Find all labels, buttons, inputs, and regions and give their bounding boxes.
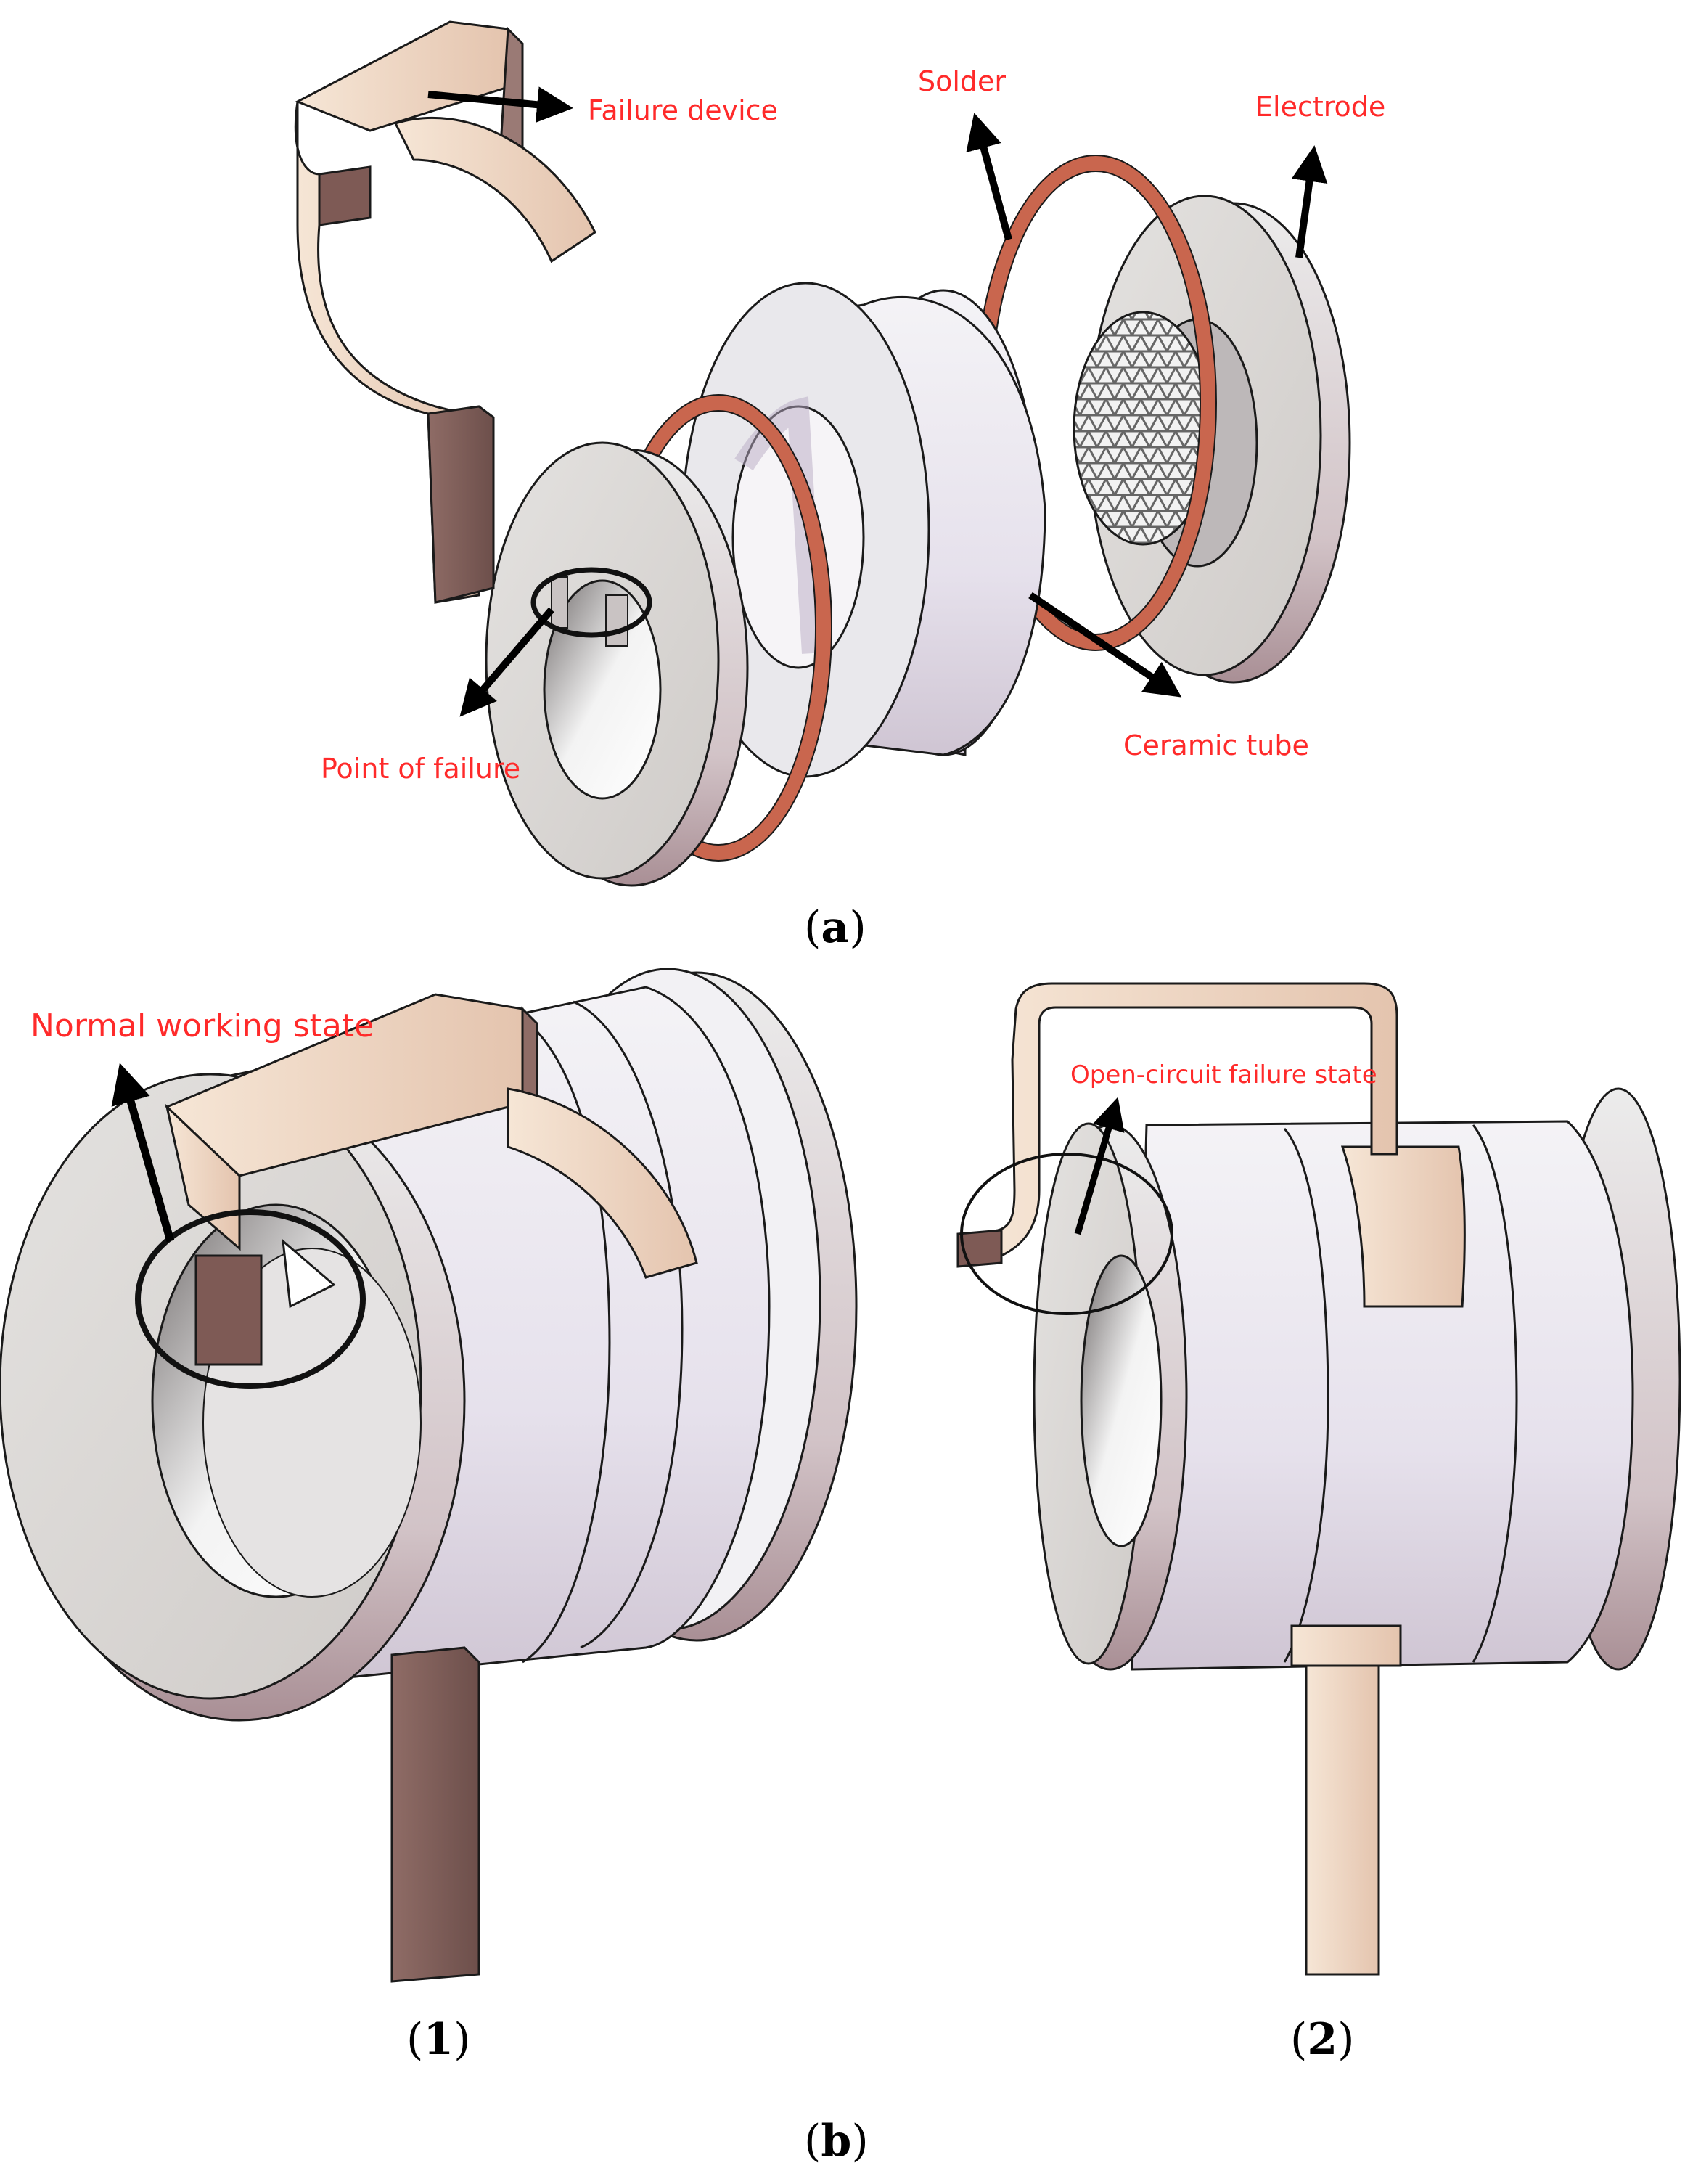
label-point-of-failure: Point of failure [321,753,520,785]
open-circuit-circle [960,1153,1173,1315]
label-failure-device: Failure device [588,94,778,126]
label-ceramic-tube: Ceramic tube [1123,729,1309,761]
arrow-solder [966,113,1012,241]
caption-a: (a) [804,902,866,953]
arrow-ceramic-tube [1028,592,1182,698]
panel-b2: Open-circuit failure state (2) [956,982,1681,2065]
caption-b1: (1) [406,2014,471,2065]
arrow-open-circuit [1074,1097,1125,1235]
label-normal-working-state: Normal working state [30,1007,374,1044]
arrow-point-of-failure [459,607,554,717]
arrow-normal-state [111,1063,175,1243]
arrow-electrode [1291,145,1328,258]
normal-state-circle [135,1209,366,1389]
failure-device-clip [294,20,596,604]
label-electrode: Electrode [1255,91,1385,123]
label-solder: Solder [918,65,1006,97]
panel-a: Failure device Solder Electrode Point of… [294,20,1385,953]
caption-b2: (2) [1290,2014,1355,2065]
panel-b1: Normal working state (1) [0,968,858,2065]
arrow-failure-device [427,86,573,123]
arrows-a [427,86,1328,717]
caption-b: (b) [804,2116,869,2167]
failure-point-circle [530,567,652,638]
electrode-front-disc [485,441,749,887]
label-open-circuit-failure-state: Open-circuit failure state [1070,1060,1377,1089]
